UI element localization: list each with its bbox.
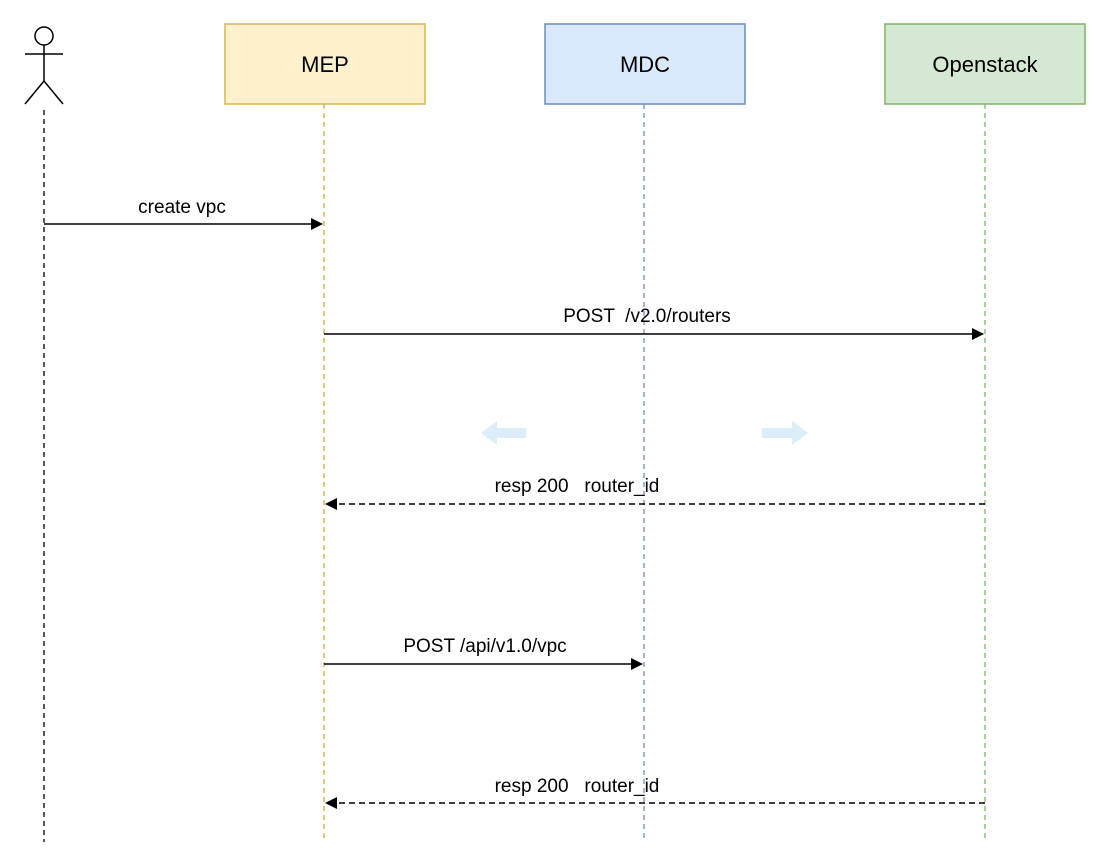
message-label: resp 200 router_id bbox=[495, 776, 660, 797]
hint-arrows bbox=[481, 421, 808, 445]
participant-mdc-label: MDC bbox=[620, 52, 670, 77]
hint-arrow-left-icon bbox=[481, 421, 526, 445]
actor-icon bbox=[24, 26, 64, 105]
participant-mdc: MDC bbox=[544, 23, 746, 105]
message-label: POST /api/v1.0/vpc bbox=[403, 636, 566, 657]
message-post-vpc: POST /api/v1.0/vpc bbox=[324, 636, 643, 670]
message-post-routers: POST /v2.0/routers bbox=[324, 306, 984, 340]
message-resp-router-id: resp 200 router_id bbox=[325, 476, 985, 510]
participant-openstack-label: Openstack bbox=[932, 52, 1038, 77]
participant-mep: MEP bbox=[224, 23, 426, 105]
message-create-vpc: create vpc bbox=[44, 197, 323, 230]
message-label: create vpc bbox=[138, 197, 226, 218]
message-resp-router-id-2: resp 200 router_id bbox=[325, 776, 985, 809]
message-label: POST /v2.0/routers bbox=[563, 306, 731, 327]
participant-openstack: Openstack bbox=[884, 23, 1086, 105]
participant-mep-label: MEP bbox=[301, 52, 349, 77]
hint-arrow-right-icon bbox=[762, 421, 808, 445]
message-label: resp 200 router_id bbox=[495, 476, 660, 497]
